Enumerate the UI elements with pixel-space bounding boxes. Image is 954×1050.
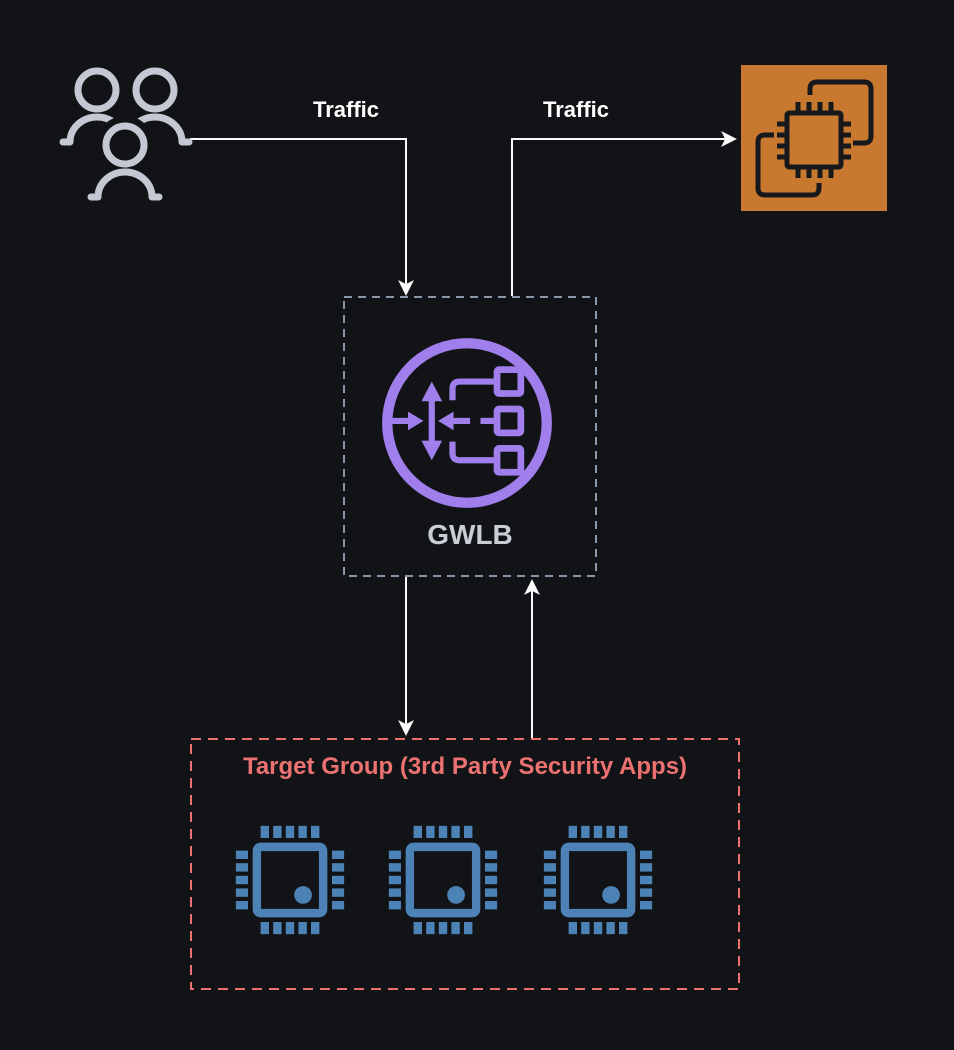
gwlb-boundary-box (343, 296, 597, 577)
traffic-label-users-to-gwlb: Traffic (312, 97, 380, 122)
users-group-icon (60, 62, 200, 212)
ec2-instance-icon (741, 65, 887, 211)
target-group-boundary-box (190, 738, 740, 990)
security-appliance-chip-icon (234, 824, 346, 936)
security-appliance-chip-icon (387, 824, 499, 936)
gateway-load-balancer-icon (382, 338, 552, 508)
target-group-title: Target Group (3rd Party Security Apps) (242, 753, 688, 780)
security-appliance-chip-icon (542, 824, 654, 936)
gwlb-node-label: GWLB (427, 519, 513, 550)
connector-gwlb-to-ec2 (511, 131, 737, 296)
traffic-label-gwlb-to-ec2: Traffic (542, 97, 610, 122)
connector-users-to-gwlb (190, 138, 414, 296)
